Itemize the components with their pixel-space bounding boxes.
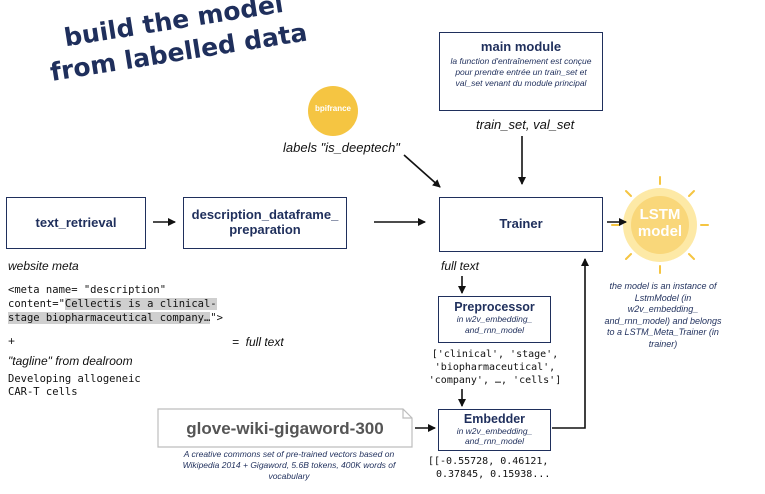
arrow-labels-to-trainer [403, 154, 441, 188]
preprocessor-sub-1: in w2v_embedding_ [456, 314, 533, 324]
meta-code-line-2: content="Cellectis is a clinical- [8, 297, 223, 311]
tagline-line-2: CAR-T cells [8, 386, 78, 398]
glove-document-shape [157, 408, 413, 448]
website-meta-code: <meta name= "description" content="Celle… [8, 283, 223, 325]
bpifrance-logo: bpifrance [308, 86, 358, 136]
embedder-box: Embedder in w2v_embedding_ and_rnn_model [438, 409, 551, 451]
train-val-label: train_set, val_set [476, 117, 575, 132]
text-retrieval-title: text_retrieval [35, 215, 117, 230]
full-text-label: full text [441, 259, 480, 273]
description-prep-title-2: preparation [229, 222, 301, 237]
preprocessor-title: Preprocessor [454, 300, 535, 314]
equals-full-text: = full text [232, 335, 284, 349]
lstm-label-1: LSTM [639, 206, 681, 223]
meta-code-suffix: "> [210, 312, 223, 324]
tokens-line-1: ['clinical', 'stage', [431, 349, 559, 360]
main-module-description: la function d'entraînement est conçue po… [450, 56, 592, 88]
lstm-note: the model is an instance of LstmModel (i… [604, 281, 722, 349]
labels-label: labels "is_deeptech" [283, 140, 400, 155]
meta-code-line-1: <meta name= "description" [8, 284, 167, 296]
tagline-text: Developing allogeneic CAR-T cells [8, 373, 141, 399]
meta-code-highlight-2: stage biopharmaceutical company… [8, 312, 211, 324]
main-module-title: main module [480, 39, 562, 54]
meta-code-prefix: content=" [8, 298, 65, 310]
tagline-line-1: Developing allogeneic [8, 373, 141, 385]
vectors-line-1: [[-0.55728, 0.46121, [428, 456, 549, 467]
text-retrieval-box: text_retrieval [6, 197, 146, 249]
meta-code-highlight-1: Cellectis is a clinical- [64, 298, 217, 310]
plus-sign: + [8, 334, 16, 348]
lstm-core [631, 196, 689, 254]
description-prep-box: description_dataframe_ preparation [183, 197, 347, 249]
bpifrance-logo-text: bpifrance [314, 104, 351, 113]
meta-code-line-3: stage biopharmaceutical company…"> [8, 311, 223, 325]
trainer-box: Trainer [439, 197, 603, 252]
lstm-rays [611, 176, 709, 274]
description-prep-title-1: description_dataframe_ [191, 207, 339, 222]
glove-description: A creative commons set of pre-trained ve… [182, 449, 396, 481]
main-module-box: main module la function d'entraînement e… [439, 32, 603, 111]
embedder-sub-2: and_rnn_model [464, 436, 525, 446]
arrow-embedder-to-trainer [552, 258, 589, 429]
preprocessor-sub-2: and_rnn_model [464, 325, 525, 335]
embedder-sub-1: in w2v_embedding_ [456, 426, 533, 436]
trainer-title: Trainer [499, 216, 543, 231]
vectors-line-2: 0.37845, 0.15938... [436, 469, 551, 480]
preprocessor-box: Preprocessor in w2v_embedding_ and_rnn_m… [438, 296, 551, 343]
lstm-label: LSTM model [630, 206, 690, 240]
lstm-label-2: model [637, 223, 683, 240]
embedder-title: Embedder [463, 412, 526, 426]
tokens-line-2: 'biopharmaceutical', [434, 362, 556, 373]
tokens-output: ['clinical', 'stage', 'biopharmaceutical… [424, 348, 566, 387]
vectors-output: [[-0.55728, 0.46121, 0.37845, 0.15938... [428, 455, 550, 481]
tokens-line-3: 'company', …, 'cells'] [428, 375, 562, 386]
glove-title: glove-wiki-gigaword-300 [186, 419, 384, 438]
tagline-label: "tagline" from dealroom [8, 354, 133, 368]
website-meta-label: website meta [8, 259, 79, 273]
lstm-sun [611, 176, 709, 274]
